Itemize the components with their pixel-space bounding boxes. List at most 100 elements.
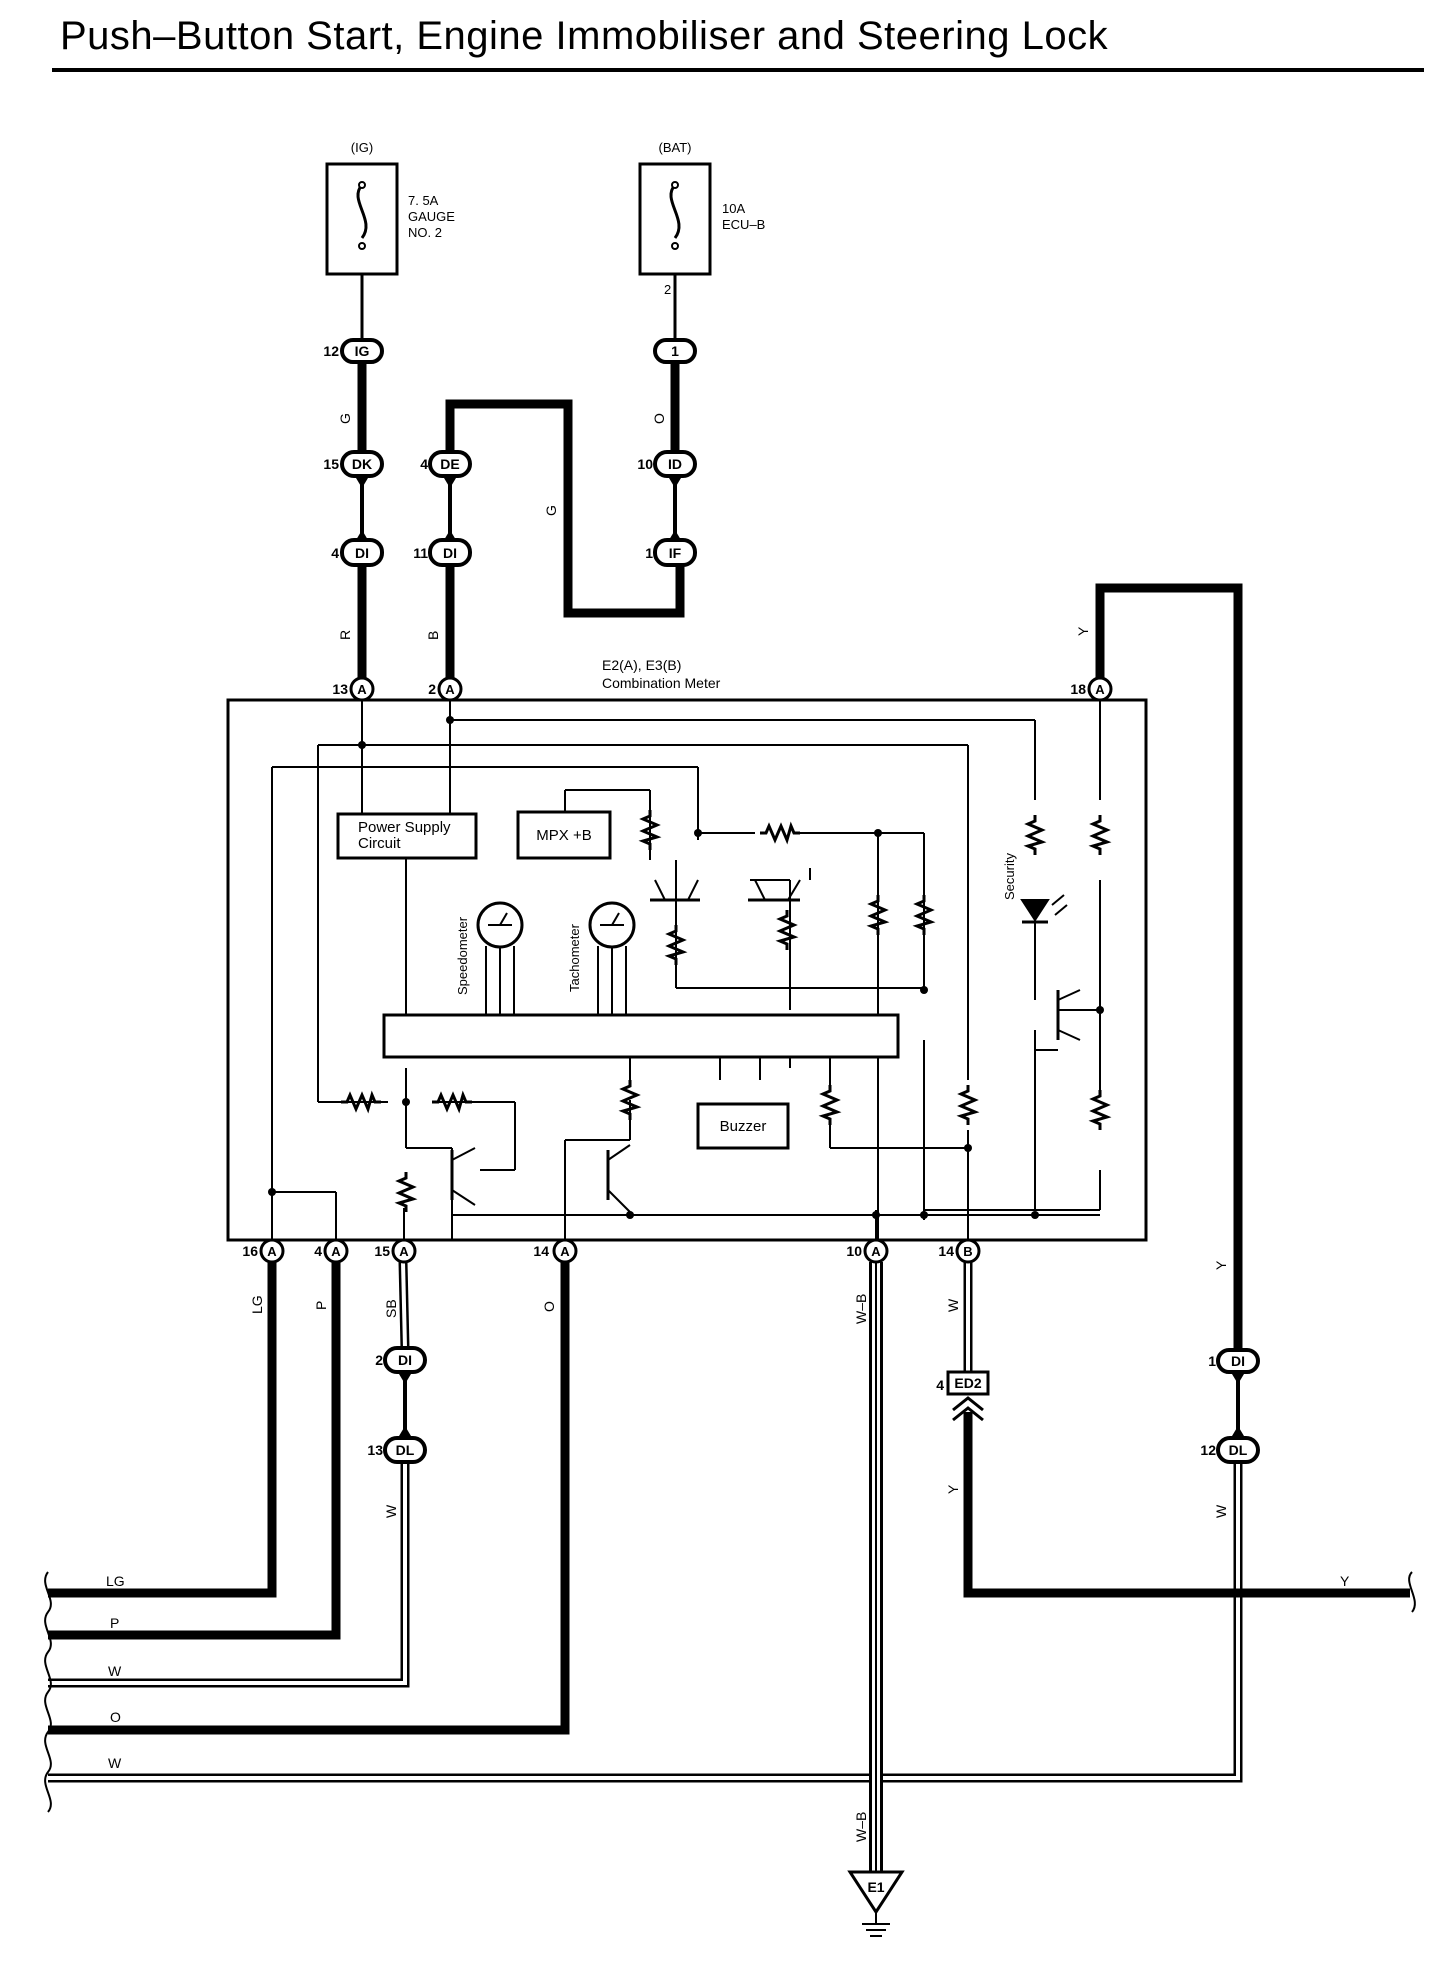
buzzer-block: Buzzer <box>696 1102 790 1150</box>
wire-w-dl12 <box>48 1462 1240 1780</box>
pin-di2: 2 <box>375 1352 383 1368</box>
harness-o: O <box>110 1709 121 1725</box>
pin-4: 4 <box>331 545 339 561</box>
connector-di1: DI <box>1231 1353 1245 1369</box>
meter-ic <box>382 1013 900 1059</box>
wire-label-lg: LG <box>249 1295 265 1314</box>
wire-label-wb-lower: W–B <box>853 1812 869 1842</box>
fuse-rating-gauge: 7. 5A <box>408 193 439 208</box>
security-led <box>1020 894 1068 924</box>
connector-dk: DK <box>352 456 372 472</box>
wire-g-loop <box>445 399 685 618</box>
fuse-rating-ecu-b: 10A <box>722 201 745 216</box>
fuse-ecu-b: (BAT) 10A ECU–B 2 <box>638 140 765 297</box>
harness-w2: W <box>108 1755 122 1771</box>
pin-dl13: 13 <box>367 1442 383 1458</box>
wire-y-top <box>1095 583 1243 1350</box>
mpx-label: MPX +B <box>536 827 591 844</box>
pin-12: 12 <box>323 343 339 359</box>
wire-label-w-b14: W <box>945 1298 961 1312</box>
wire-label-b: B <box>425 631 441 640</box>
connector-1: 1 <box>671 343 679 359</box>
pin-1: 1 <box>645 545 653 561</box>
power-supply-block: Power Supply Circuit <box>336 812 478 860</box>
combination-meter: E2(A), E3(B) Combination Meter <box>226 657 1148 1242</box>
mpx-block: MPX +B <box>516 810 612 860</box>
connector-id: ID <box>668 456 682 472</box>
connector-a15: A <box>399 1244 409 1259</box>
wire-label-o-low: O <box>541 1301 557 1312</box>
wire-label-y-right: Y <box>1213 1260 1229 1270</box>
fuse-gauge-no2: (IG) 7. 5A GAUGE NO. 2 <box>325 140 455 276</box>
harness-lg: LG <box>106 1573 125 1589</box>
meter-title-line-2: Combination Meter <box>602 675 721 691</box>
wire-label-r: R <box>337 630 353 640</box>
connector-dl12: DL <box>1229 1442 1248 1458</box>
pin-a14: 14 <box>533 1243 549 1259</box>
pin-a16: 16 <box>242 1243 258 1259</box>
wire-label-w-dl12: W <box>1213 1504 1229 1518</box>
wires <box>48 262 1410 1872</box>
connector-a13: A <box>357 682 367 697</box>
title-rule <box>52 68 1424 72</box>
wire-label-g-ig: G <box>337 413 353 424</box>
wire-y-ed2 <box>963 1412 1410 1598</box>
wire-label-wb-upper: W–B <box>853 1294 869 1324</box>
wire-label-sb: SB <box>383 1299 399 1318</box>
buzzer-label: Buzzer <box>720 1118 767 1135</box>
meter-title-line-1: E2(A), E3(B) <box>602 657 681 673</box>
harness-w1: W <box>108 1663 122 1679</box>
tachometer-label: Tachometer <box>567 923 582 992</box>
wire-o-low <box>48 1262 570 1735</box>
pin-a2: 2 <box>428 681 436 697</box>
wire-label-g-loop: G <box>543 505 559 516</box>
pin-4-de: 4 <box>420 456 428 472</box>
connector-di11: DI <box>443 545 457 561</box>
fuse-source-ig: (IG) <box>351 140 373 155</box>
pin-a18: 18 <box>1070 681 1086 697</box>
pin-11: 11 <box>413 545 428 561</box>
pin-dl12: 12 <box>1200 1442 1216 1458</box>
connector-a2: A <box>445 682 455 697</box>
connector-dl13: DL <box>396 1442 415 1458</box>
wire-w-dl13 <box>48 1462 407 1685</box>
speedometer-label: Speedometer <box>455 916 470 995</box>
wire-lg <box>48 1262 277 1598</box>
pin-a15: 15 <box>374 1243 390 1259</box>
connector-ed2: ED2 <box>946 1370 990 1396</box>
wire-label-o-bat: O <box>651 413 667 424</box>
connector-di2: DI <box>398 1352 412 1368</box>
wire-p <box>48 1262 341 1640</box>
speedometer-gauge <box>476 901 524 1015</box>
pin-15: 15 <box>323 456 339 472</box>
connector-ed2-code: ED2 <box>954 1375 981 1391</box>
ground-e1-label: E1 <box>867 1879 884 1895</box>
wire-label-w-dl13: W <box>383 1504 399 1518</box>
pin-ed2: 4 <box>936 1377 944 1393</box>
harness-p: P <box>110 1615 119 1631</box>
harness-y: Y <box>1340 1573 1350 1589</box>
fuse-source-bat: (BAT) <box>659 140 692 155</box>
fuse-pin-2: 2 <box>664 282 671 297</box>
pin-10: 10 <box>637 456 653 472</box>
connector-a18: A <box>1095 682 1105 697</box>
connector-a16: A <box>267 1244 277 1259</box>
connector-de: DE <box>440 456 459 472</box>
ground-e1: E1 <box>847 1870 905 1937</box>
power-supply-line-1: Power Supply <box>358 819 451 836</box>
pin-di1: 1 <box>1208 1353 1216 1369</box>
wire-label-y-top: Y <box>1075 626 1091 636</box>
diagram-title: Push–Button Start, Engine Immobiliser an… <box>60 14 1109 58</box>
connector-ig: IG <box>355 343 370 359</box>
pin-a4: 4 <box>314 1243 322 1259</box>
power-supply-line-2: Circuit <box>358 835 401 852</box>
connector-a4: A <box>331 1244 341 1259</box>
wire-label-p: P <box>313 1301 329 1310</box>
connector-a10: A <box>871 1244 881 1259</box>
connector-di4: DI <box>355 545 369 561</box>
fuse-name-line-2: NO. 2 <box>408 225 442 240</box>
fuse-name-ecu-b: ECU–B <box>722 217 765 232</box>
connector-b14: B <box>963 1244 972 1259</box>
security-label: Security <box>1002 853 1017 900</box>
